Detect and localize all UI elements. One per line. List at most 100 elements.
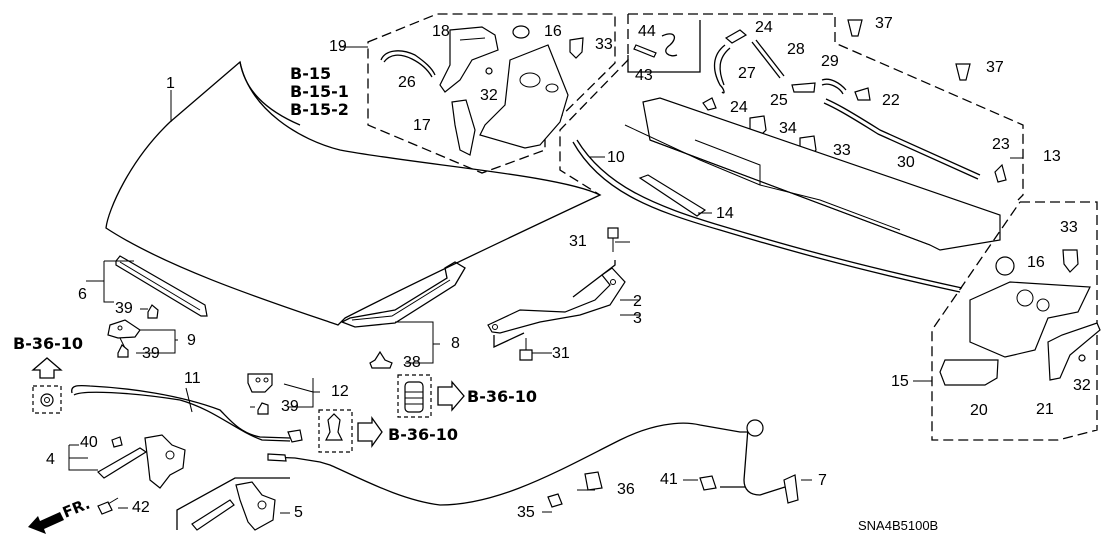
- callout-16a[interactable]: 16: [544, 23, 562, 40]
- hood-latch-assembly[interactable]: [97, 434, 186, 489]
- bracket-19[interactable]: [479, 44, 569, 149]
- callout-1[interactable]: 1: [166, 75, 175, 92]
- clip-38[interactable]: [369, 350, 393, 369]
- callout-43[interactable]: 43: [635, 67, 653, 84]
- cowl-top[interactable]: [624, 97, 1001, 251]
- check-valve-24-b[interactable]: [702, 97, 717, 111]
- tube-28[interactable]: [751, 39, 785, 79]
- bolt-31-a[interactable]: [607, 227, 619, 252]
- switch-41[interactable]: [699, 475, 717, 491]
- clip-37-b[interactable]: [955, 63, 971, 81]
- check-valve-24-a[interactable]: [724, 29, 748, 44]
- callout-20[interactable]: 20: [970, 402, 988, 419]
- callout-31b[interactable]: 31: [552, 345, 570, 362]
- callout-9[interactable]: 9: [187, 332, 196, 349]
- ref-b-15-1[interactable]: B-15-1: [290, 82, 349, 101]
- callout-24b[interactable]: 24: [730, 99, 748, 116]
- callout-4[interactable]: 4: [46, 451, 55, 468]
- callout-38[interactable]: 38: [403, 354, 421, 371]
- hood-panel[interactable]: [105, 60, 602, 326]
- callout-39a[interactable]: 39: [115, 300, 133, 317]
- joint-25[interactable]: [791, 82, 816, 93]
- callout-11[interactable]: 11: [184, 370, 201, 387]
- clip-center[interactable]: [325, 413, 343, 441]
- callout-37b[interactable]: 37: [986, 59, 1004, 76]
- callout-44[interactable]: 44: [638, 23, 656, 40]
- callout-32a[interactable]: 32: [480, 87, 498, 104]
- callout-42[interactable]: 42: [132, 499, 150, 516]
- joint-22[interactable]: [854, 87, 871, 101]
- clip-39-a[interactable]: [147, 304, 159, 319]
- callout-6[interactable]: 6: [78, 286, 87, 303]
- hood-support-rod[interactable]: [71, 384, 303, 443]
- callout-8[interactable]: 8: [451, 335, 460, 352]
- callout-33b[interactable]: 33: [833, 142, 851, 159]
- callout-25[interactable]: 25: [770, 92, 788, 109]
- joint-43[interactable]: [633, 44, 657, 58]
- callout-19[interactable]: 19: [329, 38, 347, 55]
- callout-16b[interactable]: 16: [1027, 254, 1045, 271]
- tube-30[interactable]: [823, 98, 981, 180]
- callout-21[interactable]: 21: [1036, 401, 1054, 418]
- seal-21[interactable]: [1047, 322, 1101, 381]
- cowl-seal[interactable]: [572, 139, 963, 293]
- callout-41[interactable]: 41: [660, 471, 678, 488]
- tube-27[interactable]: [713, 44, 731, 94]
- hood-opener-cable[interactable]: [267, 419, 799, 506]
- tube-29[interactable]: [821, 78, 847, 95]
- ref-b-36-10-center-1[interactable]: B-36-10: [467, 387, 538, 406]
- callout-33a[interactable]: 33: [595, 36, 613, 53]
- washer-nozzle-33-a[interactable]: [569, 37, 584, 59]
- cowl-top-cover[interactable]: [638, 174, 707, 217]
- callout-29[interactable]: 29: [821, 53, 839, 70]
- callout-22[interactable]: 22: [882, 92, 900, 109]
- clip-39-c[interactable]: [257, 402, 269, 415]
- callout-12[interactable]: 12: [331, 383, 349, 400]
- callout-5[interactable]: 5: [294, 504, 303, 521]
- callout-2[interactable]: 2: [633, 293, 642, 310]
- callout-37a[interactable]: 37: [875, 15, 893, 32]
- hood-seal[interactable]: [340, 261, 466, 328]
- callout-7[interactable]: 7: [818, 472, 827, 489]
- hood-seal-rubber[interactable]: [115, 255, 208, 317]
- ref-b-15-2[interactable]: B-15-2: [290, 100, 349, 119]
- hood-latch[interactable]: [176, 477, 290, 531]
- bracket-15[interactable]: [969, 281, 1091, 358]
- nut-32-b[interactable]: [1078, 354, 1086, 362]
- bolt-31-b[interactable]: [519, 338, 533, 361]
- cap-16-a[interactable]: [512, 25, 530, 39]
- callout-17[interactable]: 17: [413, 117, 431, 134]
- callout-39b[interactable]: 39: [142, 345, 160, 362]
- callout-13[interactable]: 13: [1043, 148, 1061, 165]
- cover-18[interactable]: [439, 26, 499, 93]
- callout-3[interactable]: 3: [633, 310, 642, 327]
- callout-33c[interactable]: 33: [1060, 219, 1078, 236]
- callout-24a[interactable]: 24: [755, 19, 773, 36]
- callout-10[interactable]: 10: [607, 149, 625, 166]
- clip-39-b[interactable]: [117, 344, 129, 358]
- callout-18[interactable]: 18: [432, 23, 450, 40]
- ref-b-15[interactable]: B-15: [290, 64, 332, 83]
- callout-14[interactable]: 14: [716, 205, 734, 222]
- callout-27[interactable]: 27: [738, 65, 756, 82]
- grommet-left[interactable]: [40, 393, 54, 407]
- ref-b-36-10-center-2[interactable]: B-36-10: [388, 425, 459, 444]
- bolt-42[interactable]: [97, 497, 119, 515]
- callout-31a[interactable]: 31: [569, 233, 587, 250]
- clip-36[interactable]: [584, 471, 603, 491]
- joint-23[interactable]: [994, 163, 1007, 183]
- callout-34[interactable]: 34: [779, 120, 797, 137]
- clip-37-a[interactable]: [847, 19, 863, 37]
- tube-26[interactable]: [380, 50, 436, 78]
- callout-40[interactable]: 40: [80, 434, 98, 451]
- ref-b-36-10-left[interactable]: B-36-10: [13, 334, 84, 353]
- callout-23[interactable]: 23: [992, 136, 1010, 153]
- clip-35[interactable]: [547, 493, 563, 508]
- nut-32-a[interactable]: [485, 67, 493, 75]
- callout-30[interactable]: 30: [897, 154, 915, 171]
- washer-nozzle-33-c[interactable]: [1062, 249, 1079, 273]
- callout-36[interactable]: 36: [617, 481, 635, 498]
- tube-44[interactable]: [661, 33, 678, 57]
- callout-15[interactable]: 15: [891, 373, 909, 390]
- cover-20[interactable]: [939, 359, 999, 386]
